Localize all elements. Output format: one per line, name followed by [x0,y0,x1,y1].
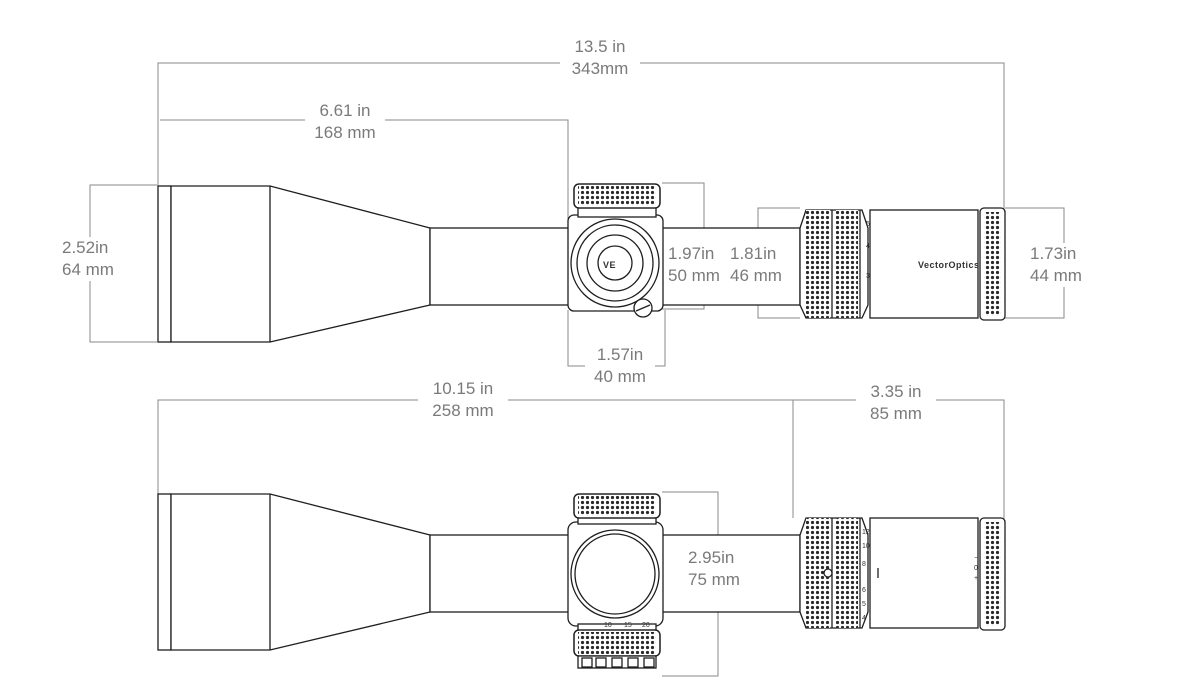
dim-eyepiece-diameter-in: 1.73in [1030,244,1077,263]
dim-turret-height: 1.97in 50 mm [668,243,728,287]
side-view-markings: VectorOptics VE 5 4 3 [603,221,980,280]
dim-turret-span-in: 2.95in [688,548,735,567]
mag-mark-10: 10 [862,543,870,550]
diopter-minus: − [974,555,978,562]
dim-turret-width-in: 1.57in [596,345,644,364]
dim-overall-length-in: 13.5 in [574,37,626,56]
mag-mark-8: 8 [862,561,866,568]
mag-mark-5b: 5 [862,601,866,608]
dim-turret-span: 2.95in 75 mm [688,547,752,591]
scope-top-view [157,493,1006,669]
dim-power-ring-diameter-mm: 46 mm [730,266,782,285]
dim-objective-to-ring: 10.15 in 258 mm [418,378,508,422]
dim-eyepiece-length-in: 3.35 in [870,382,922,401]
mag-mark-3: 3 [866,273,870,280]
dim-power-ring-diameter: 1.81in 46 mm [730,243,788,287]
dim-overall-length-mm: 343mm [571,59,629,78]
dim-eyepiece-length: 3.35 in 85 mm [856,381,936,425]
logo-mark: VE [603,260,616,270]
dim-eyepiece-length-mm: 85 mm [870,404,922,423]
elev-mark-20: 20 [642,622,650,629]
brand-mark: VectorOptics [918,260,980,270]
dim-objective-diameter-in: 2.52in [62,238,109,257]
dim-overall-length: 13.5 in 343mm [560,36,640,80]
mag-mark-4b: 4 [862,615,866,622]
scope-side-view [157,183,1006,343]
mag-mark-4: 4 [866,243,870,250]
mag-mark-6: 6 [862,587,866,594]
dim-turret-width-mm: 40 mm [594,367,646,386]
dim-eyepiece-diameter: 1.73in 44 mm [1030,243,1092,287]
top-view-markings: 12 10 8 6 5 4 10 15 20 + 0 − [604,529,978,629]
dim-turret-height-in: 1.97in [668,244,715,263]
dim-turret-span-mm: 75 mm [688,570,740,589]
dim-objective-to-ring-mm: 258 mm [432,401,494,420]
mag-mark-5: 5 [866,221,870,228]
dim-eyepiece-diameter-mm: 44 mm [1030,266,1082,285]
dim-objective-to-turret: 6.61 in 168 mm [305,100,385,144]
diopter-plus: + [974,575,978,582]
dim-power-ring-diameter-in: 1.81in [730,244,777,263]
dim-turret-width: 1.57in 40 mm [585,344,655,388]
diopter-zero: 0 [974,565,978,572]
elev-mark-15: 15 [624,622,632,629]
dim-objective-to-turret-in: 6.61 in [319,101,371,120]
dim-turret-height-mm: 50 mm [668,266,720,285]
dim-objective-diameter-mm: 64 mm [62,260,114,279]
dim-objective-diameter: 2.52in 64 mm [62,237,130,281]
dim-objective-to-ring-in: 10.15 in [432,379,494,398]
dim-objective-to-turret-mm: 168 mm [314,123,376,142]
mag-mark-12: 12 [862,529,870,536]
elev-mark-10: 10 [604,622,612,629]
